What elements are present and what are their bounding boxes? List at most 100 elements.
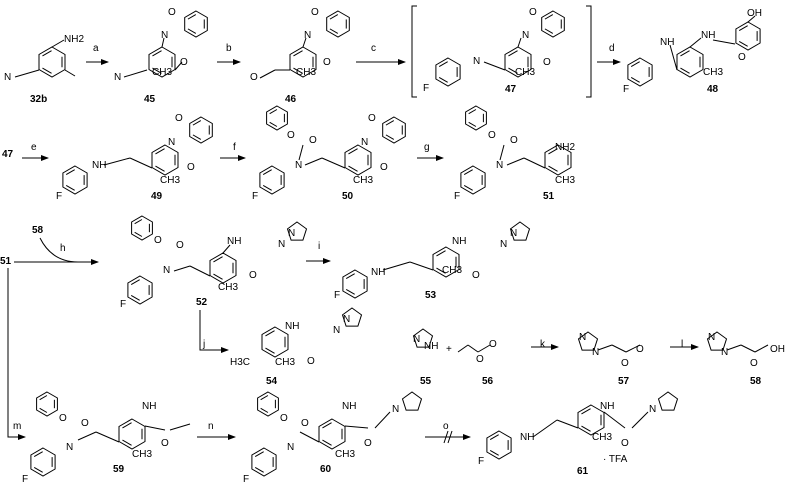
atom-f: F (22, 474, 28, 484)
ring-60-pyrrolidine (401, 391, 423, 411)
bond (189, 265, 211, 277)
aromatic-bond (438, 77, 448, 83)
aromatic-bond (65, 169, 75, 175)
compound-label-58: 58 (750, 376, 762, 387)
atom-n2: N (592, 347, 599, 358)
compound-46: O O N O CH3 46 (250, 7, 331, 105)
reagent-g: g (424, 142, 430, 153)
compound-label-50: 50 (342, 191, 354, 202)
compound-48: OH NH O NH F CH3 48 (623, 8, 762, 95)
compound-49: O O N NH F CH3 49 (56, 113, 195, 202)
compound-60: O O N F NH O N CH3 60 (243, 401, 399, 484)
aromatic-bond (680, 50, 690, 57)
ring-51 (544, 144, 572, 176)
ring-52-fluorophenyl (127, 275, 153, 305)
ring-60-fluorophenyl (251, 447, 277, 477)
atom-n2: N (343, 314, 350, 325)
atom-o2: O (301, 418, 309, 429)
bond (95, 431, 120, 443)
ring-50-benzyl (266, 105, 288, 131)
bond (302, 37, 307, 48)
atom-o1: O (154, 235, 162, 246)
aromatic-bond (134, 231, 143, 237)
aromatic-bond (463, 185, 473, 191)
ring-52 (209, 252, 237, 284)
ring-59-fluorophenyl (30, 447, 56, 477)
bond (173, 265, 191, 272)
aromatic-bond (254, 467, 264, 473)
atom-oh: OH (747, 8, 762, 19)
atom-o1: O (175, 113, 183, 124)
reagent-e: e (31, 142, 37, 153)
atom-o: O (307, 356, 315, 367)
atom-ch3: CH3 (592, 432, 612, 443)
bond (625, 344, 641, 353)
atom-nh: NH (285, 321, 299, 332)
aromatic-bond (187, 14, 197, 20)
aromatic-bond (738, 25, 748, 31)
ring-60-benzyl (257, 391, 279, 417)
aromatic-bond (130, 295, 140, 301)
atom-nh-amide: NH (701, 30, 715, 41)
bond (603, 411, 626, 429)
bond (103, 157, 131, 166)
ring-54-pyrazole (341, 307, 363, 327)
atom-o: O (738, 52, 746, 63)
compound-55: NH N 55 (413, 334, 438, 387)
bond (222, 244, 231, 254)
aromatic-bond (544, 14, 554, 20)
aromatic-bond (293, 50, 303, 57)
compound-50: O O N O O N F CH3 50 (252, 113, 388, 202)
bond (611, 344, 627, 353)
ring-52-pyrazole (286, 221, 308, 241)
aromatic-bond (548, 148, 558, 155)
atom-o1: O (287, 130, 295, 141)
atom-ch3: CH3 (442, 265, 462, 276)
compound-label-49: 49 (151, 191, 163, 202)
atom-n-imide: N (161, 30, 168, 41)
ring-50 (344, 144, 372, 176)
compound-label-46: 46 (285, 94, 297, 105)
compound-52: O O N F NH O N N CH3 52 (120, 228, 295, 310)
bond (129, 157, 153, 169)
atom-n1: N (579, 332, 586, 343)
atom-o1: O (476, 354, 484, 365)
aromatic-bond (345, 289, 355, 295)
aromatic-bond (293, 67, 303, 74)
atom-n: N (163, 265, 170, 276)
bond (344, 425, 369, 429)
ring-47-phthalimide (541, 10, 565, 38)
atom-nh-amide: NH (452, 236, 466, 247)
atom-o3: O (368, 113, 376, 124)
atom-o: O (472, 270, 480, 281)
atom-o: O (750, 358, 758, 369)
bond (740, 344, 756, 353)
atom-o3: O (364, 438, 372, 449)
ring-57-pyrazole (577, 331, 599, 351)
aromatic-bond (738, 41, 748, 47)
aromatic-bond (39, 395, 48, 401)
atom-nitrile-n: N (114, 72, 121, 83)
reagent-b: b (226, 43, 232, 54)
row2-start-47: 47 (2, 149, 14, 160)
reagent-i: i (318, 241, 320, 252)
atom-o2: O (636, 344, 644, 355)
ring-51-fluorophenyl (460, 165, 486, 195)
bond (51, 39, 65, 48)
atom-o2: O (180, 57, 188, 68)
aromatic-bond (262, 169, 272, 175)
aromatic-bond (42, 50, 52, 57)
compound-61: NH F NH O N CH3 · TFA 61 (478, 401, 656, 477)
bond (499, 144, 505, 161)
atom-f: F (56, 191, 62, 202)
atom-n-imide: N (522, 30, 529, 41)
bond (161, 37, 165, 48)
atom-f: F (120, 299, 126, 310)
ring-53-pyrazole (509, 221, 531, 241)
atom-n1: N (278, 239, 285, 250)
bond (483, 61, 506, 71)
atom-ch3: CH3 (703, 67, 723, 78)
aromatic-bond (322, 422, 332, 429)
bond (467, 344, 479, 353)
